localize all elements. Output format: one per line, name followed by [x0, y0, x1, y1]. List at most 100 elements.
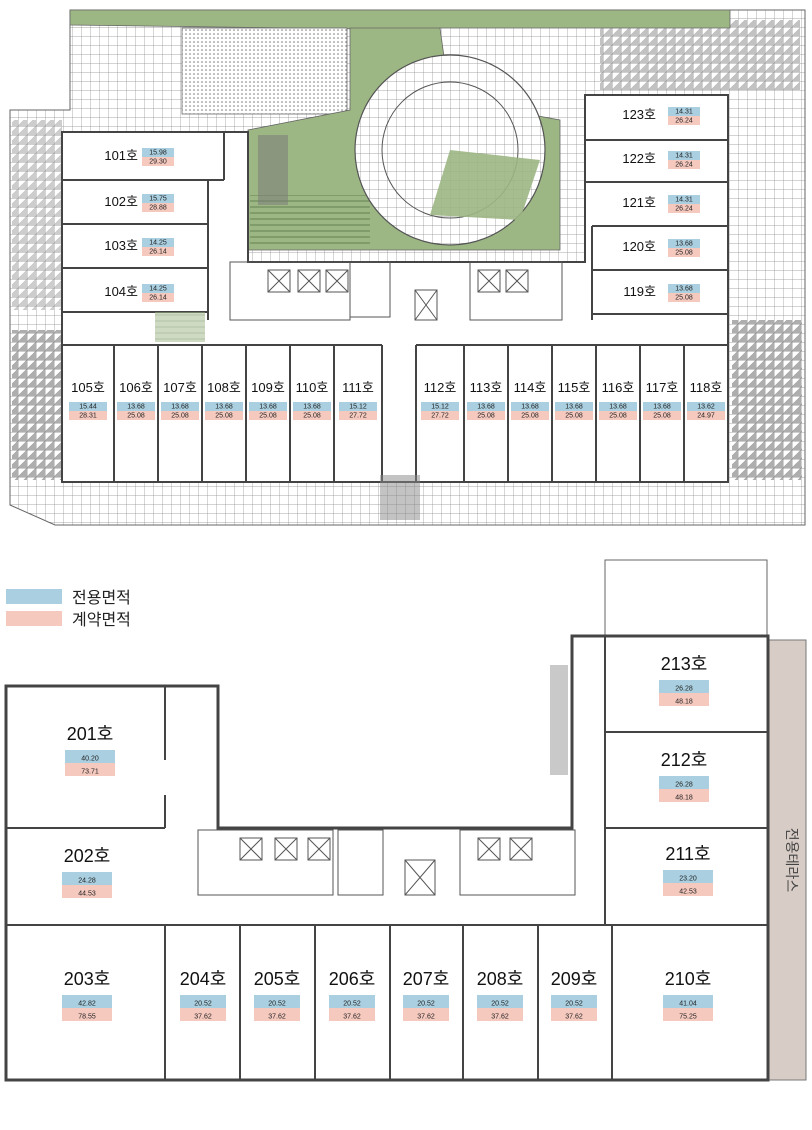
exclusive-area-value: 14.25 [149, 286, 167, 293]
contract-area-value: 25.08 [609, 413, 627, 420]
contract-area-value: 37.62 [565, 1014, 583, 1021]
exclusive-area-box [142, 148, 174, 157]
paving-pattern-right [732, 320, 802, 480]
unit-name: 103호 [104, 238, 138, 253]
exclusive-area-value: 41.04 [679, 1001, 697, 1008]
contract-area-value: 26.24 [675, 118, 693, 125]
unit-name: 111호 [342, 380, 374, 395]
contract-area-box [161, 411, 199, 420]
exclusive-area-box [668, 151, 700, 160]
exclusive-area-box [117, 402, 155, 411]
paving-pattern-top [600, 20, 800, 90]
contract-area-box [180, 1008, 226, 1021]
exclusive-area-box [62, 872, 112, 885]
exclusive-area-box [161, 402, 199, 411]
contract-area-value: 37.62 [194, 1014, 212, 1021]
unit-name: 206호 [329, 969, 376, 989]
exclusive-area-box [687, 402, 725, 411]
exclusive-area-box [403, 995, 449, 1008]
contract-area-box [668, 293, 700, 302]
contract-area-box [69, 411, 107, 420]
exclusive-area-box [180, 995, 226, 1008]
exclusive-area-box [668, 284, 700, 293]
contract-area-value: 25.08 [521, 413, 539, 420]
contract-area-value: 25.08 [303, 413, 321, 420]
contract-area-value: 27.72 [349, 413, 367, 420]
contract-area-value: 48.18 [675, 795, 693, 802]
contract-area-box [254, 1008, 300, 1021]
contract-area-box [687, 411, 725, 420]
exclusive-area-value: 26.28 [675, 686, 693, 693]
exclusive-area-box [249, 402, 287, 411]
contract-area-box [663, 1008, 713, 1021]
floor2-core [197, 829, 576, 896]
contract-area-value: 26.24 [675, 206, 693, 213]
contract-area-value: 25.08 [653, 413, 671, 420]
contract-area-value: 28.31 [79, 413, 97, 420]
contract-area-box [142, 203, 174, 212]
unit-name: 109호 [251, 380, 285, 395]
exclusive-area-value: 20.52 [565, 1001, 583, 1008]
contract-area-value: 44.53 [78, 891, 96, 898]
exclusive-area-value: 26.28 [675, 782, 693, 789]
exclusive-area-box [142, 284, 174, 293]
contract-area-value: 25.08 [675, 295, 693, 302]
contract-area-box [329, 1008, 375, 1021]
exclusive-area-box [663, 870, 713, 883]
exclusive-area-value: 13.68 [477, 404, 495, 411]
exclusive-area-box [69, 402, 107, 411]
legend-contract-swatch [6, 610, 62, 626]
contract-area-value: 37.62 [491, 1014, 509, 1021]
exclusive-area-box [511, 402, 549, 411]
exclusive-area-value: 20.52 [194, 1001, 212, 1008]
exclusive-area-box [643, 402, 681, 411]
contract-area-box [403, 1008, 449, 1021]
unit-name: 203호 [64, 969, 111, 989]
exclusive-area-box [663, 995, 713, 1008]
floor2-stairs [550, 665, 568, 775]
contract-area-value: 25.08 [171, 413, 189, 420]
unit-name: 115호 [558, 380, 591, 395]
legend-exclusive-label: 전용면적 [72, 590, 131, 607]
contract-area-value: 37.62 [343, 1014, 361, 1021]
contract-area-box [659, 789, 709, 802]
contract-area-box [668, 160, 700, 169]
legend: 전용면적 계약면적 [6, 585, 131, 629]
exclusive-area-box [65, 750, 115, 763]
unit-name: 112호 [424, 380, 457, 395]
contract-area-value: 75.25 [679, 1014, 697, 1021]
unit-name: 205호 [254, 969, 301, 989]
contract-area-value: 26.14 [149, 295, 167, 302]
exclusive-area-value: 13.68 [127, 404, 145, 411]
exclusive-area-value: 40.20 [81, 756, 99, 763]
exclusive-area-box [142, 238, 174, 247]
contract-area-box [659, 693, 709, 706]
unit-name: 118호 [690, 380, 723, 395]
contract-area-box [339, 411, 377, 420]
contract-area-box [555, 411, 593, 420]
exclusive-area-box [421, 402, 459, 411]
exclusive-area-box [329, 995, 375, 1008]
exclusive-area-value: 13.68 [675, 241, 693, 248]
unit-name: 201호 [67, 724, 114, 744]
contract-area-box [643, 411, 681, 420]
floor2-plan [4, 559, 807, 1082]
contract-area-value: 37.62 [417, 1014, 435, 1021]
contract-area-box [205, 411, 243, 420]
